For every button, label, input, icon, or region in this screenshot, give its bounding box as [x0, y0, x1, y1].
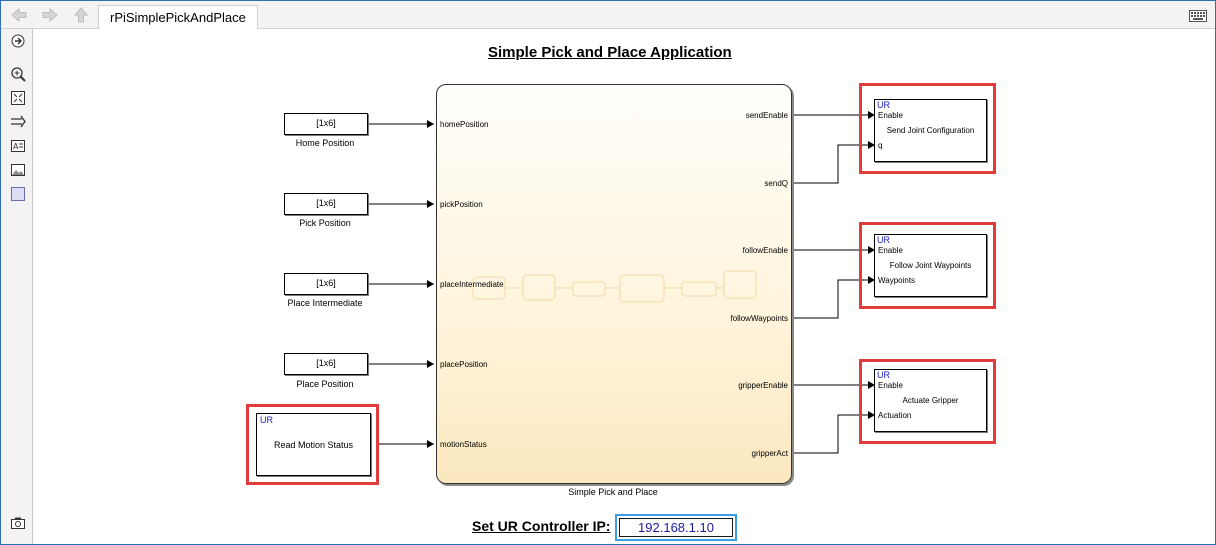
tool-palette: A [1, 29, 33, 544]
port-followEnable: followEnable [742, 246, 788, 255]
port-enable: Enable [878, 246, 903, 255]
actuate-gripper-label: Actuate Gripper [902, 396, 959, 405]
read-motion-status-label: Read Motion Status [273, 440, 354, 450]
send-joint-config-label: Send Joint Configuration [886, 126, 975, 135]
hide-panel-icon[interactable] [10, 33, 26, 49]
port-waypoints: Waypoints [878, 276, 916, 285]
port-gripperAct: gripperAct [751, 449, 788, 458]
svg-text:A: A [13, 142, 19, 151]
port-enable: Enable [878, 111, 903, 120]
highlight-read-status [246, 404, 379, 485]
port-enable: Enable [878, 381, 903, 390]
ip-address-input[interactable]: 192.168.1.10 [619, 518, 733, 537]
pick-place-chart-block[interactable]: homePosition pickPosition placeIntermedi… [436, 84, 792, 484]
port-placePosition: placePosition [440, 360, 488, 369]
actuate-gripper-block[interactable]: UR Enable Actuate Gripper Actuation [874, 369, 987, 432]
port-gripperEnable: gripperEnable [738, 381, 788, 390]
label-place-intermediate: Place Intermediate [287, 298, 363, 308]
follow-joint-waypoints-label: Follow Joint Waypoints [889, 261, 972, 270]
back-arrow-icon[interactable] [10, 6, 28, 24]
ur-badge: UR [260, 415, 273, 425]
ur-badge: UR [877, 235, 890, 245]
port-sendEnable: sendEnable [745, 111, 788, 120]
annotation-icon[interactable]: A [10, 138, 26, 154]
port-placeIntermediate: placeIntermediate [440, 280, 504, 289]
port-sendQ: sendQ [764, 179, 788, 188]
send-joint-config-block[interactable]: UR Enable Send Joint Configuration q [874, 99, 987, 162]
port-actuation: Actuation [878, 411, 912, 420]
constant-home-position[interactable]: [1x6] [284, 113, 368, 135]
port-followWaypoints: followWaypoints [730, 314, 788, 323]
area-icon[interactable] [10, 186, 26, 202]
highlight-send-joint [859, 83, 996, 174]
keyboard-icon[interactable] [1189, 9, 1207, 22]
highlight-follow-waypoints [859, 222, 996, 309]
constant-place-intermediate[interactable]: [1x6] [284, 273, 368, 295]
tab-model[interactable]: rPiSimplePickAndPlace [98, 5, 258, 29]
ur-badge: UR [877, 370, 890, 380]
ip-field-focus[interactable]: 192.168.1.10 [615, 514, 737, 541]
ur-badge: UR [877, 100, 890, 110]
constant-pick-position[interactable]: [1x6] [284, 193, 368, 215]
label-place-position: Place Position [296, 379, 354, 389]
fit-to-view-icon[interactable] [10, 90, 26, 106]
signal-arrow-icon[interactable] [10, 114, 26, 130]
zoom-in-icon[interactable] [10, 66, 26, 82]
constant-place-position[interactable]: [1x6] [284, 353, 368, 375]
diagram-title: Simple Pick and Place Application [488, 44, 732, 61]
wire-follow-waypoints[interactable] [790, 276, 875, 319]
label-home-position: Home Position [295, 138, 355, 148]
label-pick-position: Pick Position [299, 218, 351, 228]
wire-gripper-act[interactable] [790, 411, 875, 454]
port-pickPosition: pickPosition [440, 200, 483, 209]
read-motion-status-block[interactable]: UR Read Motion Status [256, 413, 371, 476]
top-toolbar: rPiSimplePickAndPlace [1, 1, 1215, 29]
image-icon[interactable] [10, 162, 26, 178]
forward-arrow-icon[interactable] [41, 6, 59, 24]
port-motionStatus: motionStatus [440, 440, 487, 449]
follow-joint-waypoints-block[interactable]: UR Enable Follow Joint Waypoints Waypoin… [874, 234, 987, 297]
highlight-actuate-gripper [859, 359, 996, 444]
ip-label: Set UR Controller IP: [472, 518, 611, 534]
port-q: q [878, 141, 883, 150]
up-arrow-icon[interactable] [72, 6, 90, 24]
chart-label: Simple Pick and Place [568, 487, 658, 497]
wire-send-q[interactable] [790, 141, 875, 184]
port-homePosition: homePosition [440, 120, 489, 129]
chart-preview-states [472, 270, 757, 303]
camera-icon[interactable] [10, 515, 26, 531]
